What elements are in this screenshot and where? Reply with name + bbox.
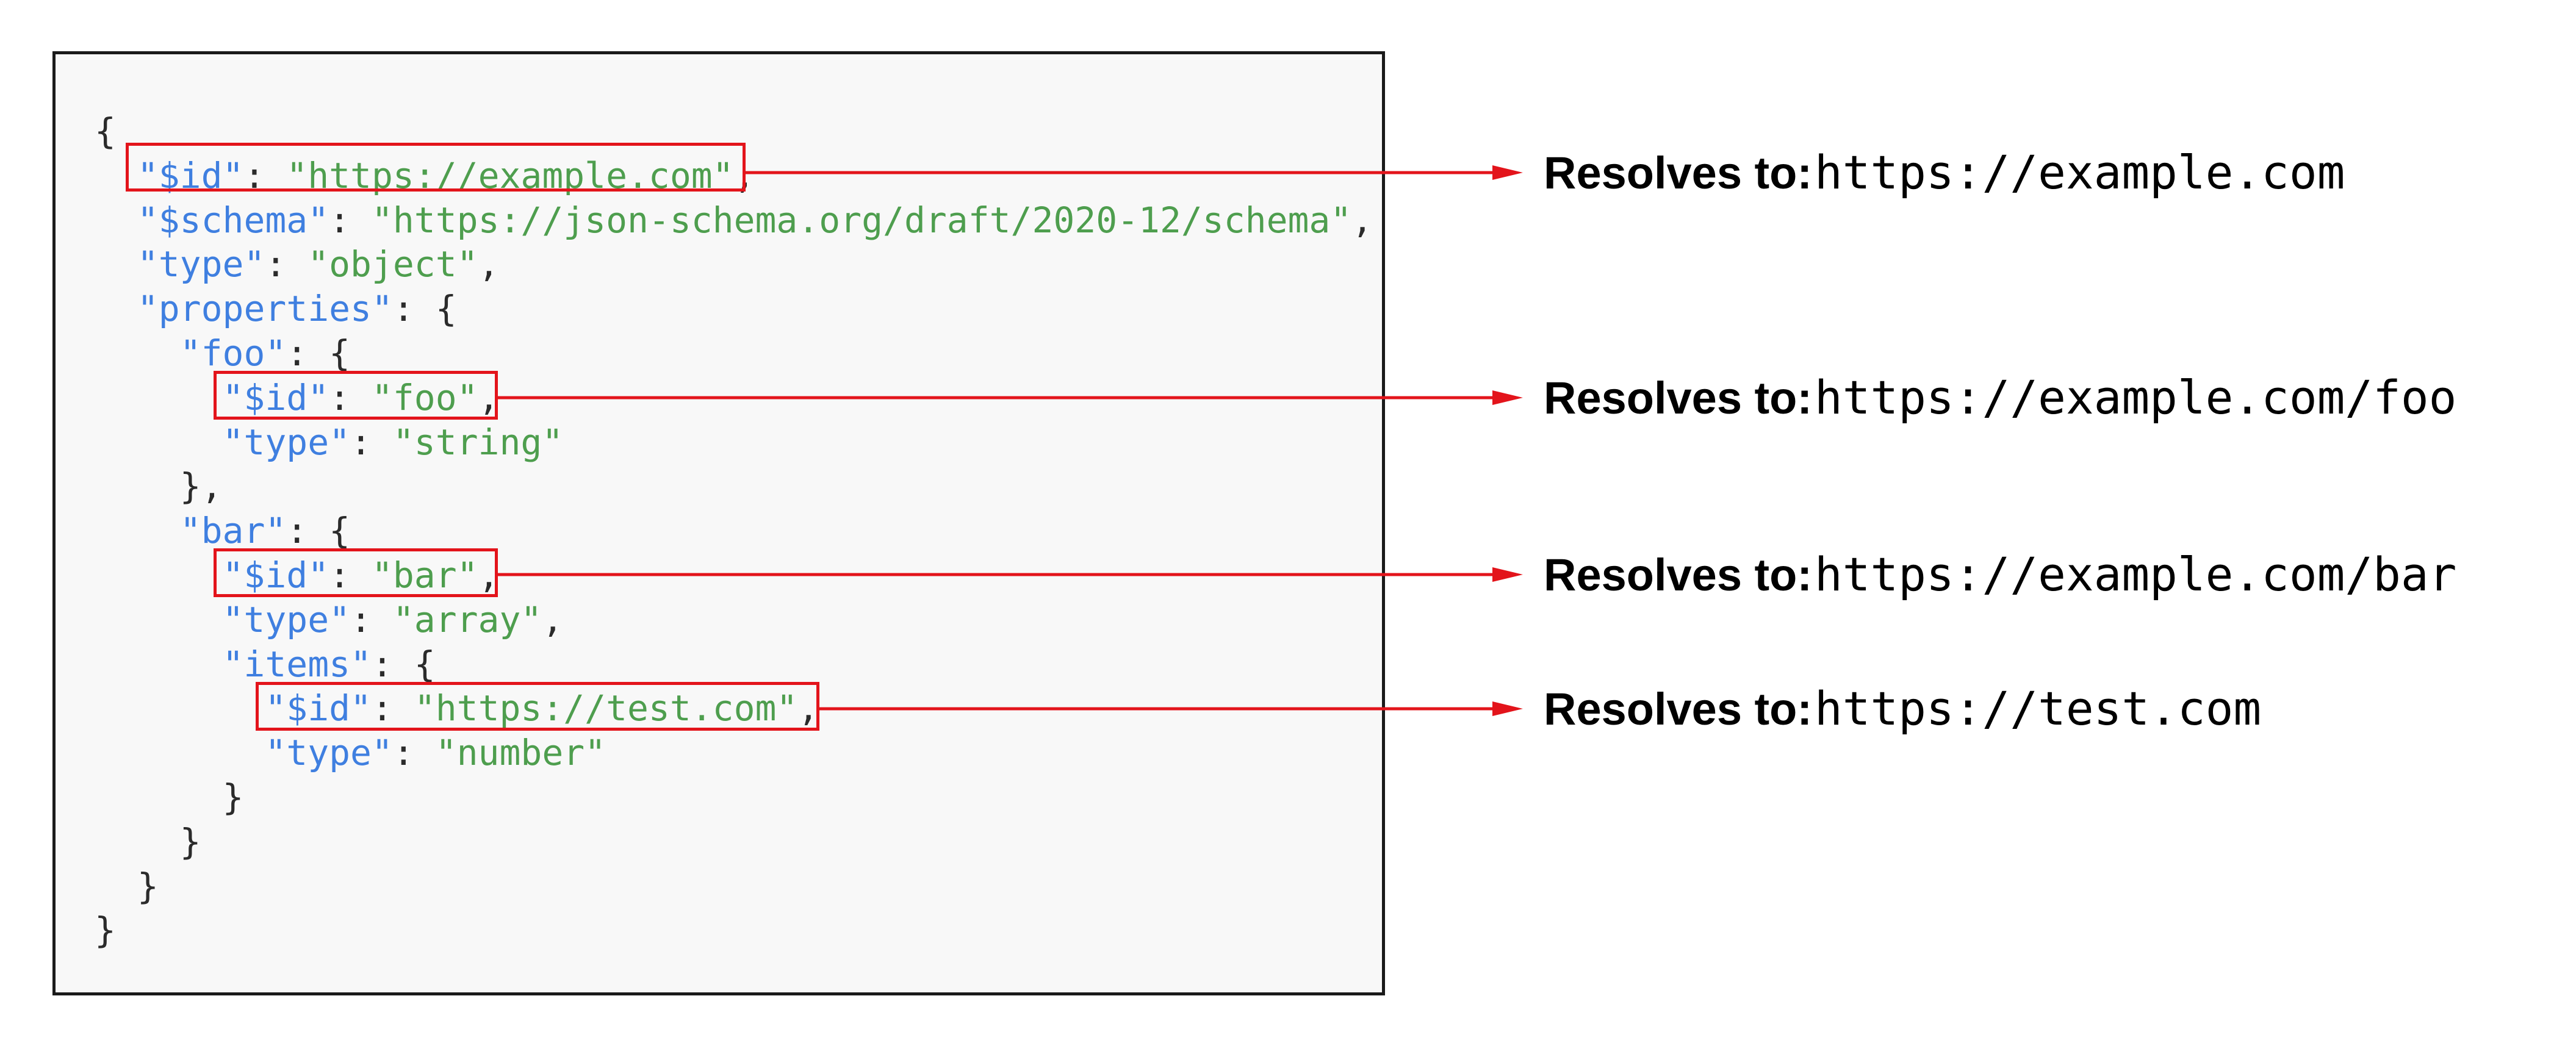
code-line: "$id": "bar", [95,553,500,597]
json-string: "bar" [371,554,478,596]
code-line: } [95,775,244,819]
json-key: "type" [222,421,351,463]
resolution-label: Resolves to: [1544,684,1813,734]
json-string: "https://json-schema.org/draft/2020-12/s… [371,199,1352,241]
code-line: { [95,109,116,153]
code-line: }, [95,464,223,508]
json-punctuation: }, [95,465,223,507]
resolution-foo: Resolves to: https://example.com/foo [1544,367,2456,428]
resolution-url: https://example.com/bar [1815,547,2457,601]
code-line: "$schema": "https://json-schema.org/draf… [95,198,1373,242]
json-punctuation: : [329,199,372,241]
resolution-items: Resolves to: https://test.com [1544,678,2261,739]
json-punctuation: : [265,243,308,285]
json-punctuation: , [797,687,819,729]
json-key: "type" [137,243,265,285]
json-key: "bar" [179,510,287,552]
json-key: "$schema" [137,199,329,241]
json-punctuation: : [350,421,393,463]
json-punctuation: , [478,243,500,285]
json-punctuation: } [95,865,159,907]
code-line: "type": "string" [95,420,564,464]
json-punctuation: } [95,909,116,952]
json-punctuation: , [542,598,564,640]
code-line: "bar": { [95,509,350,553]
highlight-box-root-id [126,143,746,192]
json-key: "$id" [265,687,372,729]
resolution-url: https://example.com/foo [1815,370,2457,425]
resolution-label: Resolves to: [1544,148,1813,198]
highlight-box-items-id [256,682,819,731]
resolution-bar: Resolves to: https://example.com/bar [1544,544,2456,605]
json-punctuation: : [392,732,436,774]
json-punctuation: : [329,554,372,596]
code-line: "type": "number" [95,731,606,775]
json-key: "properties" [137,288,393,330]
json-punctuation: : { [286,332,351,374]
json-key: "$id" [222,376,329,418]
highlight-box-foo-id [214,371,498,420]
code-line: "$id": "https://test.com", [95,686,819,730]
resolution-url: https://test.com [1815,681,2262,736]
resolution-label: Resolves to: [1544,550,1813,600]
code-line: } [95,820,201,864]
json-string: "number" [435,732,606,774]
json-punctuation: : [329,376,372,418]
json-punctuation: , [1351,199,1373,241]
arrowhead-root [1492,165,1523,180]
resolution-root: Resolves to: https://example.com [1544,142,2345,203]
json-string: "array" [392,598,542,640]
json-key: "type" [222,598,351,640]
arrowhead-foo [1492,390,1523,405]
code-line: "properties": { [95,287,457,331]
json-punctuation: : [350,598,393,640]
json-string: "string" [392,421,564,463]
json-string: "object" [308,243,478,285]
arrowhead-items [1492,701,1523,716]
code-line: "foo": { [95,331,350,375]
code-panel: { "$id": "https://example.com", "$schema… [52,51,1385,995]
json-punctuation: { [95,110,116,152]
json-punctuation: : { [286,510,351,552]
json-key: "foo" [179,332,287,374]
json-key: "items" [222,643,372,685]
json-key: "$id" [222,554,329,596]
resolution-url: https://example.com [1815,145,2345,199]
json-key: "type" [265,732,393,774]
code-line: } [95,908,116,952]
code-line: "type": "array", [95,598,564,642]
json-punctuation: } [95,820,201,862]
code-line: } [95,864,159,908]
arrowhead-bar [1492,567,1523,582]
json-punctuation: : { [371,643,436,685]
json-string: "foo" [371,376,478,418]
json-punctuation: : { [392,288,457,330]
resolution-label: Resolves to: [1544,373,1813,423]
code-line: "items": { [95,642,436,686]
json-string: "https://test.com" [414,687,798,729]
json-punctuation: } [95,776,244,818]
json-punctuation: : [371,687,414,729]
code-line: "type": "object", [95,242,500,286]
highlight-box-bar-id [214,548,498,597]
